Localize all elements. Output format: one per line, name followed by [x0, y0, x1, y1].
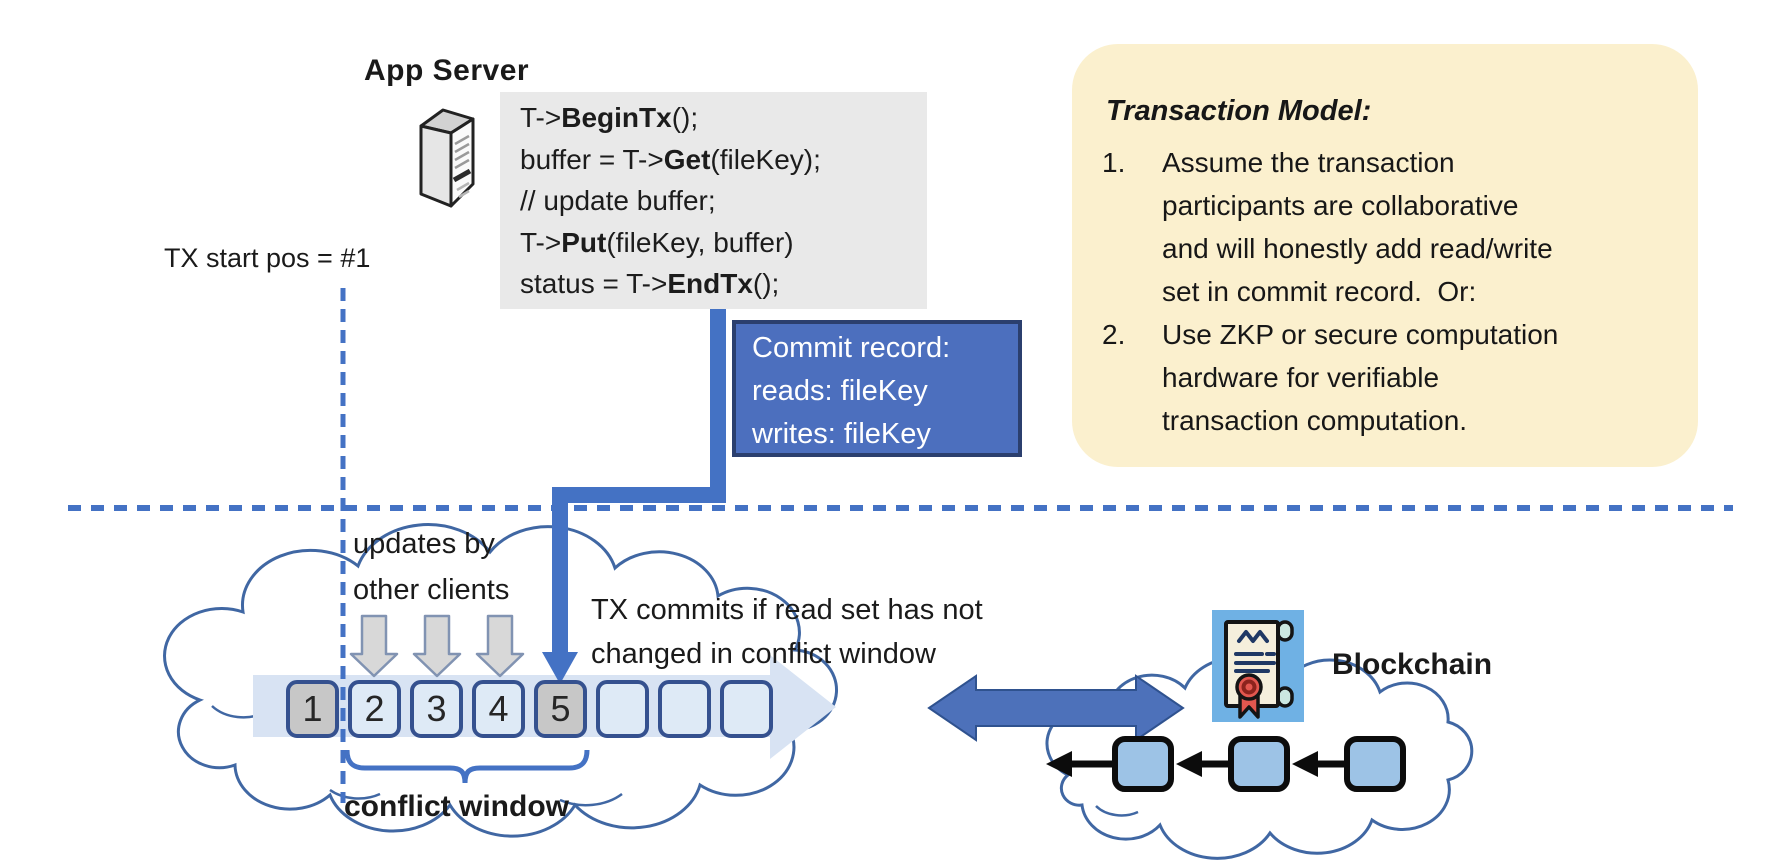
scroll-text-lines — [1234, 652, 1276, 673]
commit-record-line: writes: fileKey — [752, 418, 931, 450]
transaction-model-item: 2. Use ZKP or secure computation hardwar… — [1102, 313, 1678, 442]
chain-link-arrows — [1046, 751, 1348, 777]
transaction-code-box: T->BeginTx(); buffer = T->Get(fileKey); … — [500, 92, 927, 309]
gray-down-arrow-icon — [412, 614, 462, 678]
timeline-block-4: 4 — [472, 680, 525, 738]
tx-commits-condition-label: TX commits if read set has not changed i… — [591, 594, 983, 670]
code-line: status = T->EndTx(); — [520, 268, 780, 299]
timeline-block-label: 5 — [550, 688, 571, 729]
double-arrow — [927, 674, 1185, 742]
commit-record-box: Commit record: reads: fileKey writes: fi… — [732, 320, 1022, 457]
tx-start-pos-label: TX start pos = #1 — [164, 243, 371, 273]
commit-connector-arrowhead — [542, 652, 578, 684]
server-tower-icon — [419, 108, 475, 208]
timeline-block-5: 5 — [534, 680, 587, 738]
conflict-window-brace — [344, 749, 590, 784]
cloud-inner-arc — [1095, 805, 1139, 817]
chain-arrow-head — [1176, 751, 1202, 777]
timeline-block-8 — [720, 680, 773, 738]
transaction-model-item: 1. Assume the transaction participants a… — [1102, 141, 1678, 313]
timeline-block-1: 1 — [286, 680, 339, 738]
server-tower-shape — [419, 108, 475, 208]
commit-connector-line — [552, 306, 726, 654]
transaction-model-note: Transaction Model: 1. Assume the transac… — [1072, 44, 1698, 467]
chain-block — [1228, 736, 1290, 792]
timeline-block-7 — [658, 680, 711, 738]
timeline-block-2: 2 — [348, 680, 401, 738]
update-arrows — [349, 614, 525, 678]
gray-down-arrow-icon — [349, 614, 399, 678]
commit-record-line: reads: fileKey — [752, 375, 928, 407]
commit-record-line: Commit record: — [752, 332, 951, 364]
code-line: T->BeginTx(); — [520, 102, 699, 133]
chain-arrow-head — [1046, 751, 1072, 777]
timeline-block-label: 3 — [426, 688, 447, 729]
gray-down-arrow-icon — [475, 614, 525, 678]
chain-block — [1112, 736, 1174, 792]
blockchain-label: Blockchain — [1332, 648, 1493, 681]
code-line: // update buffer; — [520, 185, 716, 216]
list-item-text: Assume the transaction participants are … — [1162, 147, 1553, 307]
list-item-number: 1. — [1102, 147, 1126, 178]
timeline-block-3: 3 — [410, 680, 463, 738]
timeline-block-label: 2 — [364, 688, 385, 729]
code-line: buffer = T->Get(fileKey); — [520, 143, 821, 175]
timeline-block-6 — [596, 680, 649, 738]
timeline-block-label: 1 — [302, 688, 323, 729]
award-ribbon — [1235, 673, 1263, 719]
list-item-number: 2. — [1102, 319, 1126, 350]
cloud-inner-arc — [329, 788, 381, 800]
chain-arrow-head — [1292, 751, 1318, 777]
transaction-model-title: Transaction Model: — [1106, 95, 1372, 127]
transaction-model-list: 1. Assume the transaction participants a… — [1102, 141, 1678, 442]
server-vents — [454, 134, 470, 170]
certificate-scroll-icon — [1212, 610, 1304, 722]
scroll-zigzag — [1237, 630, 1269, 643]
timeline-block-label: 4 — [488, 688, 509, 729]
updates-by-other-clients-label: updates by other clients — [353, 528, 510, 606]
server-detail-lines — [456, 181, 470, 199]
chain-block — [1344, 736, 1406, 792]
code-line: T->Put(fileKey, buffer) — [520, 226, 794, 258]
list-item-text: Use ZKP or secure computation hardware f… — [1162, 319, 1559, 436]
conflict-window-label: conflict window — [344, 790, 569, 823]
app-server-label: App Server — [364, 54, 530, 87]
cloud-inner-arc — [559, 792, 623, 807]
server-drive-slot — [452, 168, 472, 183]
